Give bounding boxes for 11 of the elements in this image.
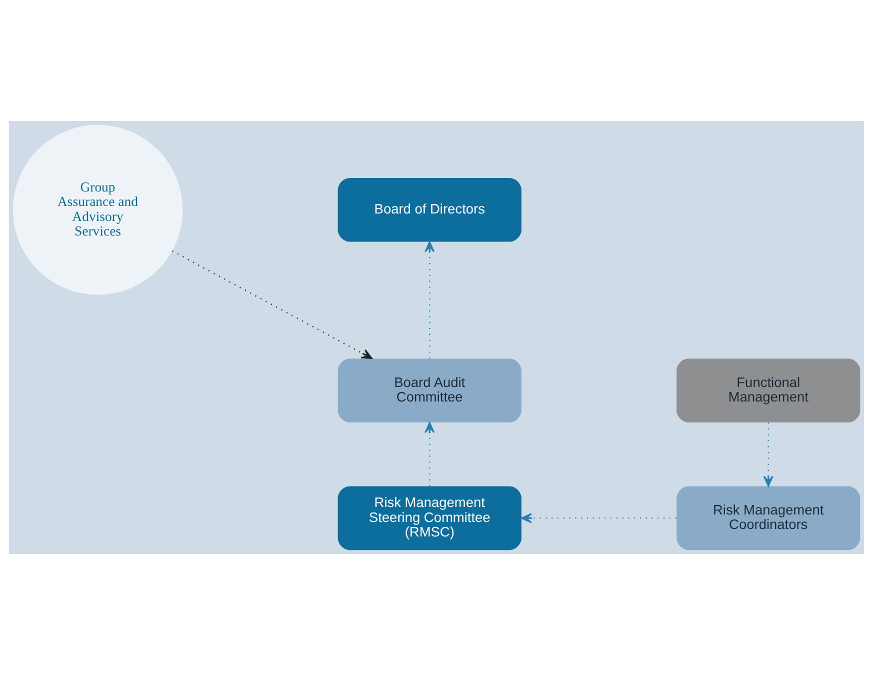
arrow (763, 422, 774, 487)
node-box: Functional Management (676, 358, 860, 422)
node-box: Risk Management Coordinators (676, 486, 860, 550)
arrow (172, 250, 372, 360)
node-box: Risk Management Steering Committee (RMSC) (338, 486, 522, 550)
node-circle: Group Assurance and Advisory Services (12, 124, 183, 295)
arrow (520, 513, 676, 524)
node-box: Board of Directors (338, 178, 522, 242)
node-box: Board Audit Committee (338, 358, 522, 422)
arrow (424, 422, 435, 486)
arrow (424, 241, 435, 358)
